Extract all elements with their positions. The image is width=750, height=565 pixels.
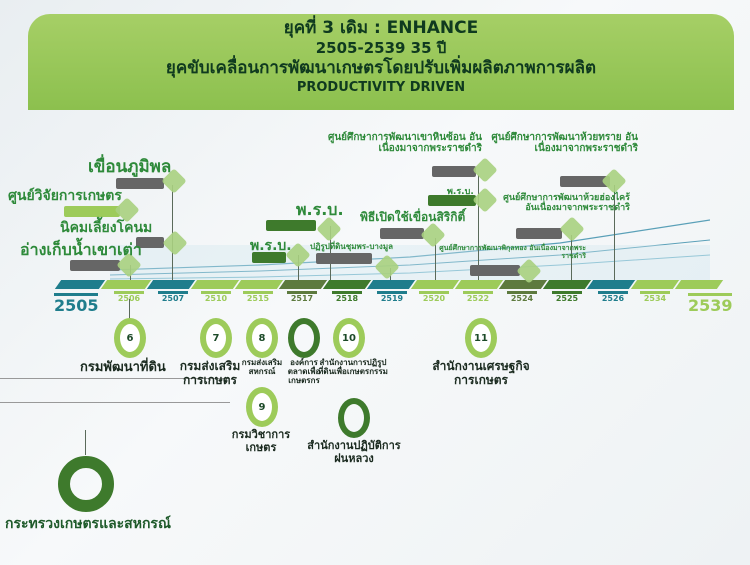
event-dairy-settlement: นิคมเลี้ยงโคนม [60,220,153,236]
agency-cooperative-promotion: กรมส่งเสริมสหกรณ์ [241,358,283,377]
event-stem [435,238,436,280]
event-caption-box [266,220,316,231]
segment-2522 [454,280,504,289]
event-khao-tao-reservoir: อ่างเก็บน้ำเขาเต่า [20,240,142,259]
event-caption-box [380,228,424,239]
trend-lines [110,219,710,281]
year-label: 2505 [54,293,99,315]
agency-node-6: 6 [114,318,146,358]
agency-node-ring [288,318,320,358]
event-stem [478,175,479,280]
agency-node-10: 10 [333,318,365,358]
event-caption-box [136,237,164,248]
segment-2515 [234,280,284,289]
era-subtitle: ยุคขับเคลื่อนการพัฒนาเกษตรโดยปรับเพิ่มผล… [165,58,597,78]
event-caption-box [428,195,476,206]
agency-node-7: 7 [200,318,232,358]
event-huai-hong-khrai: ศูนย์ศึกษาการพัฒนาห้วยฮ่องไคร้ อันเนื่อง… [503,193,630,213]
year-label: 2522 [463,291,493,303]
event-caption-box [560,176,610,187]
segment-2525 [542,280,592,289]
era-years: 2505-2539 35 ปี [315,39,447,57]
segment-2526 [586,280,636,289]
connector [129,299,130,319]
event-huai-sai: ศูนย์ศึกษาการพัฒนาห้วยทราย อันเนื่องมาจา… [491,132,638,154]
segment-2519 [366,280,416,289]
year-label: 2525 [552,291,582,303]
event-act-2: พ.ร.บ. [296,200,344,219]
event-caption-box [432,166,476,177]
agency-node-8: 8 [246,318,278,358]
year-label: 2539 [688,293,733,315]
event-stem [614,185,615,280]
event-caption-box [252,252,286,263]
era-header: ยุคที่ 3 เดิม : ENHANCE 2505-2539 35 ปี … [28,14,734,110]
year-label: 2506 [114,291,144,303]
segment-2510 [190,280,240,289]
segment-2505 [54,280,106,289]
agency-oae: สำนักงานเศรษฐกิจการเกษตร [432,359,530,387]
event-act-1: พ.ร.บ. [250,238,292,254]
event-land-reform-chumphon: ปฏิรูปที่ดินชุมพร-บางมูล [310,242,394,251]
event-caption-box [70,260,120,271]
segment-2520 [410,280,460,289]
year-label: 2534 [640,291,670,303]
year-label: 2520 [419,291,449,303]
event-caption-box [116,178,164,189]
agency-alro: สำนักงานการปฏิรูปที่ดินเพื่อเกษตรกรรม [318,358,388,377]
segment-2506 [100,280,152,289]
era-english: PRODUCTIVITY DRIVEN [296,80,466,95]
event-stem [298,255,299,280]
event-stem [571,235,572,280]
cube-icon [472,157,498,183]
segment-2524 [498,280,548,289]
agency-node-11: 11 [465,318,497,358]
event-act-3: พ.ร.บ. [447,187,474,197]
event-caption-box [516,228,562,239]
agency-land-development: กรมพัฒนาที่ดิน [80,360,166,375]
segment-2539 [674,280,724,289]
agency-agri-extension: กรมส่งเสริมการเกษตร [179,359,241,387]
year-label: 2510 [201,291,231,303]
cube-icon [601,168,627,194]
era-title: ยุคที่ 3 เดิม : ENHANCE [283,18,479,38]
ministry-node [58,456,114,512]
ministry-label: กระทรวงเกษตรและสหกรณ์ [5,516,171,532]
segment-2534 [630,280,680,289]
year-label: 2524 [507,291,537,303]
agency-marketing-org: องค์การตลาดเพื่อเกษตรกร [287,358,321,386]
agency-node-ring [338,398,370,438]
year-label: 2519 [377,291,407,303]
segment-2518 [322,280,372,289]
event-caption-box [470,265,520,276]
event-khao-hin-sorn: ศูนย์ศึกษาการพัฒนาเขาหินซ้อน อันเนื่องมา… [327,132,482,154]
year-label: 2515 [243,291,273,303]
agency-node-9: 9 [246,387,278,427]
event-caption-box [64,206,120,217]
segment-2517 [278,280,328,289]
connector [0,402,230,403]
segment-2507 [146,280,196,289]
event-phikun-thong: ศูนย์ศึกษาการพัฒนาพิกุลทอง อันเนื่องมาจา… [439,244,586,261]
year-label: 2507 [158,291,188,303]
connector [0,378,230,379]
agency-royal-rainmaking: สำนักงานปฏิบัติการฝนหลวง [307,439,401,465]
event-sirikit-dam: พิธีเปิดใช้เขื่อนสิริกิติ์ [360,210,466,224]
event-caption-box [316,253,372,264]
event-bhumibol-dam: เขื่อนภูมิพล [88,157,172,177]
agency-agri-academic: กรมวิชาการเกษตร [231,428,291,454]
year-label: 2526 [598,291,628,303]
connector [85,430,86,455]
year-label: 2518 [332,291,362,303]
year-label: 2517 [287,291,317,303]
event-agri-research-center: ศูนย์วิจัยการเกษตร [8,188,122,204]
